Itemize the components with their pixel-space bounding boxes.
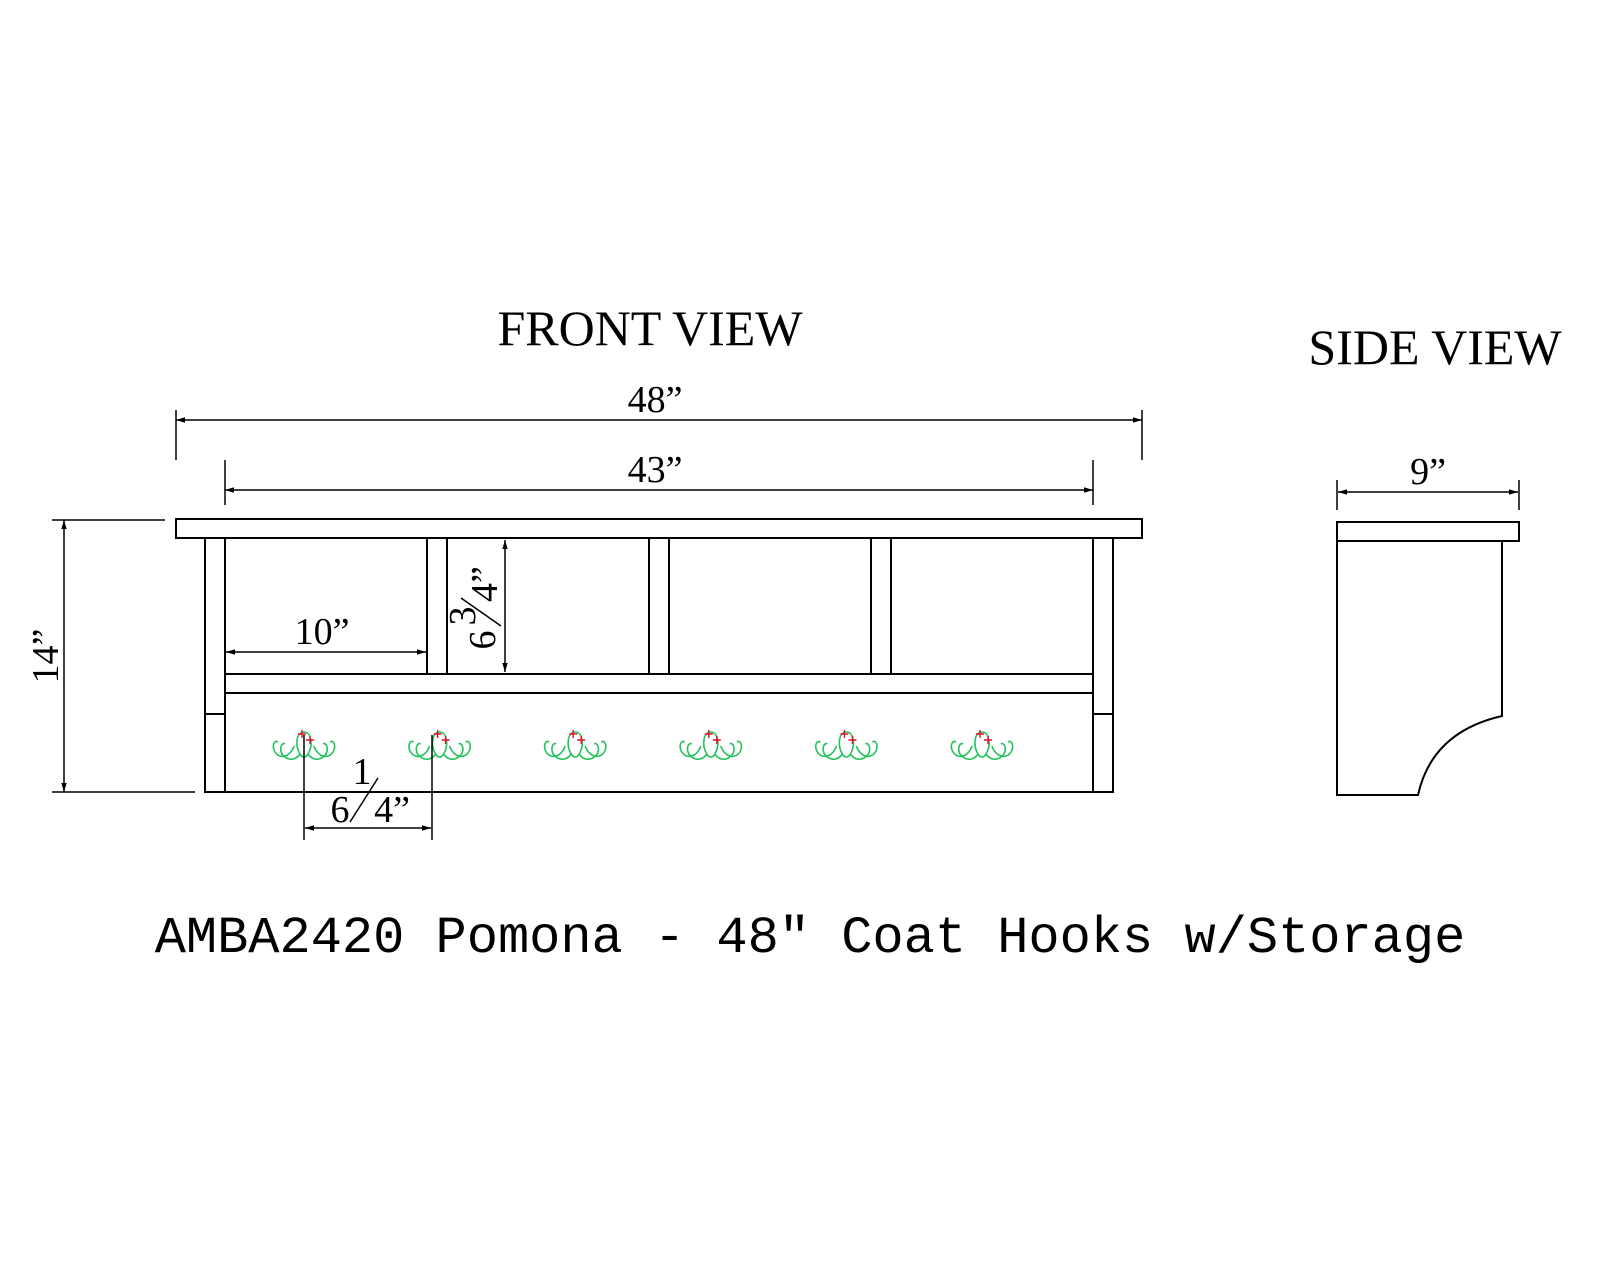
divider-3 [870, 537, 892, 675]
screw-mark [441, 736, 450, 744]
bottom-shelf [224, 673, 1094, 694]
hook-spacing-whole: 6 [331, 789, 350, 831]
front-view-title: FRONT VIEW [497, 300, 803, 356]
depth-label: 9” [1410, 451, 1446, 493]
coat-hook [814, 730, 878, 761]
screw-mark [298, 730, 306, 738]
coat-hook [543, 730, 607, 761]
screw-mark [306, 736, 314, 744]
dimension-height: 14” [25, 519, 195, 793]
dimension-inner-width: 43” [224, 449, 1094, 505]
drawing-caption: AMBA2420 Pomona - 48" Coat Hooks w/Stora… [155, 909, 1466, 968]
side-view-title: SIDE VIEW [1308, 319, 1562, 375]
divider-2 [648, 537, 670, 675]
screw-mark [984, 736, 992, 744]
dimension-overall-width: 48” [175, 379, 1143, 460]
overall-width-label: 48” [628, 379, 683, 421]
screw-mark [704, 730, 713, 738]
dimension-cubby-width: 10” [226, 611, 426, 655]
cubby-height-denominator: 4” [464, 566, 506, 602]
screw-mark [840, 730, 849, 738]
divider-1 [426, 537, 448, 675]
screw-mark [976, 730, 984, 738]
coat-hook [950, 730, 1014, 761]
cubby-width-label: 10” [295, 611, 350, 653]
dimension-depth: 9” [1336, 451, 1520, 510]
dimension-hook-spacing: 6 1 4” [303, 735, 433, 840]
right-side-panel [1092, 537, 1114, 793]
screw-mark [569, 730, 578, 738]
inner-width-label: 43” [628, 449, 683, 491]
screw-mark [577, 736, 586, 744]
hook-rail [224, 692, 1094, 793]
cubby-height-whole: 6 [462, 631, 504, 650]
top-shelf [175, 518, 1143, 539]
screw-mark [848, 736, 857, 744]
side-top-shelf [1336, 521, 1520, 542]
coat-hook [679, 730, 743, 761]
front-view-cabinet [175, 518, 1143, 793]
dimension-cubby-height: 6 3 4” [442, 540, 508, 672]
left-side-panel [204, 537, 226, 793]
cubby-height-numerator: 3 [442, 607, 484, 626]
hook-spacing-numerator: 1 [353, 751, 372, 793]
height-label: 14” [25, 629, 67, 684]
screw-mark [433, 730, 442, 738]
hook-spacing-denominator: 4” [374, 789, 410, 831]
coat-hook [408, 730, 472, 761]
side-bracket [1336, 541, 1503, 796]
screw-mark [712, 736, 721, 744]
side-view-profile [1336, 521, 1520, 796]
